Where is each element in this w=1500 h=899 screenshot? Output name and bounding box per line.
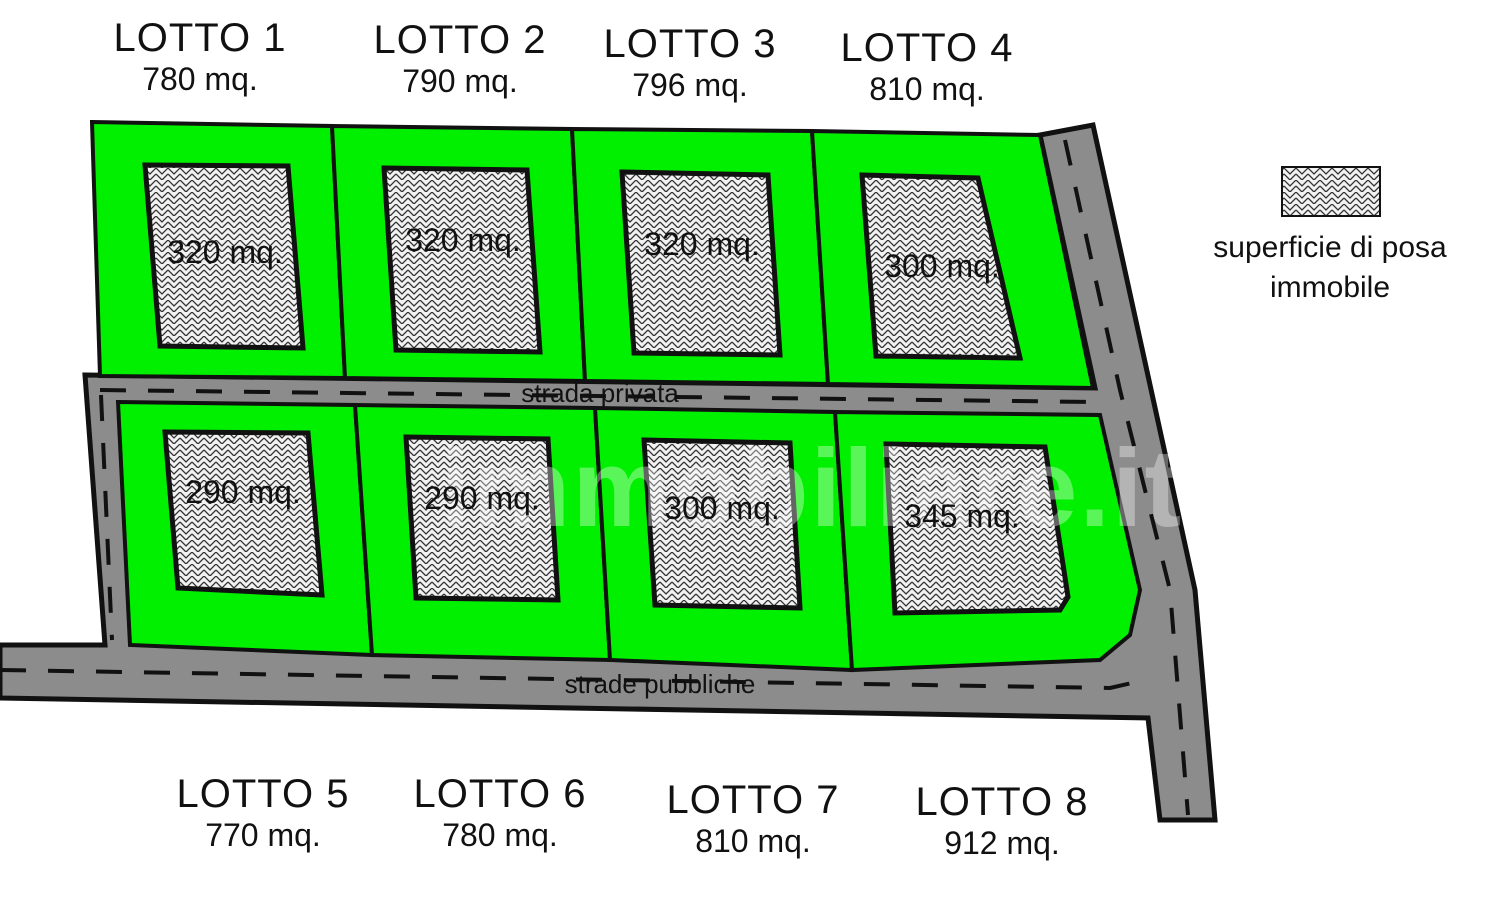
building-4 <box>859 172 1024 361</box>
legend-label-line2: immobile <box>1269 271 1391 304</box>
building-1 <box>142 162 306 351</box>
building-7 <box>641 437 803 611</box>
watermark: immobiliare.it <box>440 427 1184 550</box>
building-5-area: 290 mq. <box>185 474 301 510</box>
building-2 <box>381 165 543 355</box>
building-3-area: 320 mq. <box>644 226 760 262</box>
building-2-area: 320 mq. <box>405 222 521 258</box>
legend-label-line1: superficie di posa <box>1213 231 1447 264</box>
private-road-label: strada privata <box>521 378 679 408</box>
road-centerlines <box>0 139 1190 816</box>
building-8-area: 345 mq. <box>904 498 1020 534</box>
building-6 <box>403 434 561 603</box>
building-8 <box>883 441 1071 616</box>
legend-swatch <box>1281 166 1381 217</box>
building-3 <box>619 169 783 358</box>
public-road-label: strade pubbliche <box>564 669 756 699</box>
building-4-area: 300 mq. <box>884 248 1000 284</box>
building-6-area: 290 mq. <box>424 480 540 516</box>
legend: superficie di posa immobile <box>1160 228 1500 308</box>
building-1-area: 320 mq. <box>167 234 283 270</box>
building-5 <box>162 429 325 598</box>
building-7-area: 300 mq. <box>664 490 780 526</box>
